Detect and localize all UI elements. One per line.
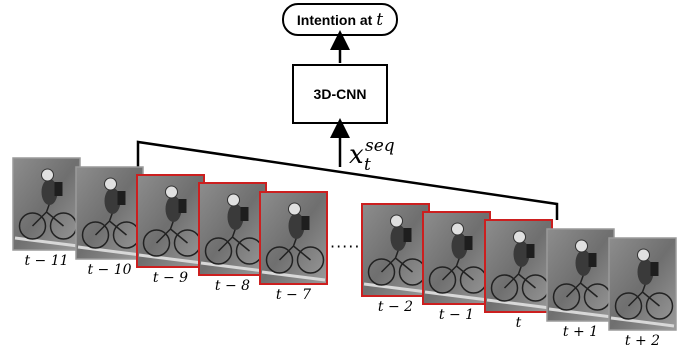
cyclist-helmet-icon xyxy=(165,185,178,199)
cyclist-body-icon xyxy=(575,250,592,276)
road-marking xyxy=(548,307,613,319)
road-marking xyxy=(486,298,551,310)
road-marking xyxy=(261,270,326,282)
road-marking xyxy=(138,253,203,265)
cyclist-helmet-icon xyxy=(451,222,464,236)
bicycle-wheel-icon xyxy=(645,292,674,320)
backpack-icon xyxy=(526,244,535,258)
frame-label: t − 10 xyxy=(87,262,131,278)
input-label: x t seq xyxy=(349,136,395,175)
input-label-subscript: t xyxy=(364,155,371,175)
backpack-icon xyxy=(240,207,249,221)
frame-label: t + 2 xyxy=(625,333,660,349)
bicycle-wheel-icon xyxy=(367,258,396,286)
bicycle-wheel-icon xyxy=(614,292,643,320)
road-marking xyxy=(610,316,675,328)
cyclist-body-icon xyxy=(104,188,121,214)
backpack-icon xyxy=(301,216,310,230)
frame-label: t − 1 xyxy=(439,307,474,323)
cyclist-helmet-icon xyxy=(637,248,650,262)
frame-label: t − 2 xyxy=(378,299,413,315)
road-marking xyxy=(424,290,489,302)
frame-0: t − 11 xyxy=(12,157,81,269)
backpack-icon xyxy=(54,182,63,196)
frame-8: t + 1 xyxy=(546,228,615,340)
bicycle-wheel-icon xyxy=(265,246,294,274)
model-box-label: 3D-CNN xyxy=(314,86,367,102)
output-node-label: Intention at t xyxy=(297,10,383,30)
model-box-rect xyxy=(292,64,388,124)
frame-7: t xyxy=(484,219,553,331)
cyclist-helmet-icon xyxy=(390,214,403,228)
cyclist-helmet-icon xyxy=(227,193,240,207)
frame-sequence: t − 11 t − 10 t − 9 t − 8 t − 7 t − 2 t − 1 t t … xyxy=(12,157,677,349)
selection-bracket xyxy=(136,140,559,220)
backpack-icon xyxy=(588,253,597,267)
backpack-icon xyxy=(117,191,126,205)
frame-1: t − 10 xyxy=(75,166,144,278)
bicycle-wheel-icon xyxy=(428,266,457,294)
cyclist-body-icon xyxy=(288,213,305,239)
frame-9: t + 2 xyxy=(608,237,677,349)
input-label-superscript: seq xyxy=(365,136,395,156)
cyclist-helmet-icon xyxy=(288,202,301,216)
output-node: Intention at t xyxy=(282,3,398,36)
input-label-base: x xyxy=(349,140,364,170)
frame-6: t − 1 xyxy=(422,211,491,323)
frame-label: t − 11 xyxy=(24,253,68,269)
bicycle-wheel-icon xyxy=(81,221,110,249)
cyclist-body-icon xyxy=(513,241,530,267)
cyclist-body-icon xyxy=(451,233,468,259)
backpack-icon xyxy=(464,236,473,250)
cyclist-helmet-icon xyxy=(41,168,54,182)
frame-4: t − 7 xyxy=(259,191,328,303)
frame-ellipsis: ····· xyxy=(330,237,360,256)
cyclist-body-icon xyxy=(390,225,407,251)
cyclist-helmet-icon xyxy=(513,230,526,244)
backpack-icon xyxy=(403,228,412,242)
frame-label: t + 1 xyxy=(563,324,598,340)
model-box: 3D-CNN xyxy=(292,64,388,124)
frame-label: t xyxy=(516,315,522,331)
road-marking xyxy=(77,245,142,257)
frame-label: t − 7 xyxy=(276,287,311,303)
frame-2: t − 9 xyxy=(136,174,205,286)
frame-label: t − 8 xyxy=(215,278,250,294)
cyclist-body-icon xyxy=(41,179,58,205)
cyclist-helmet-icon xyxy=(104,177,117,191)
road-marking xyxy=(363,282,428,294)
frame-label: t − 9 xyxy=(153,270,188,286)
bicycle-wheel-icon xyxy=(296,246,325,274)
frame-3: t − 8 xyxy=(198,182,267,294)
bicycle-wheel-icon xyxy=(490,274,519,302)
road-marking xyxy=(14,236,79,248)
bicycle-wheel-icon xyxy=(552,283,581,311)
bicycle-wheel-icon xyxy=(18,212,47,240)
cyclist-body-icon xyxy=(165,196,182,222)
backpack-icon xyxy=(178,199,187,213)
bicycle-wheel-icon xyxy=(142,229,171,257)
cyclist-body-icon xyxy=(637,259,654,285)
backpack-icon xyxy=(650,262,659,276)
cyclist-body-icon xyxy=(227,204,244,230)
frame-5: t − 2 xyxy=(361,203,430,315)
cyclist-helmet-icon xyxy=(575,239,588,253)
bicycle-wheel-icon xyxy=(204,237,233,265)
road-marking xyxy=(200,261,265,273)
